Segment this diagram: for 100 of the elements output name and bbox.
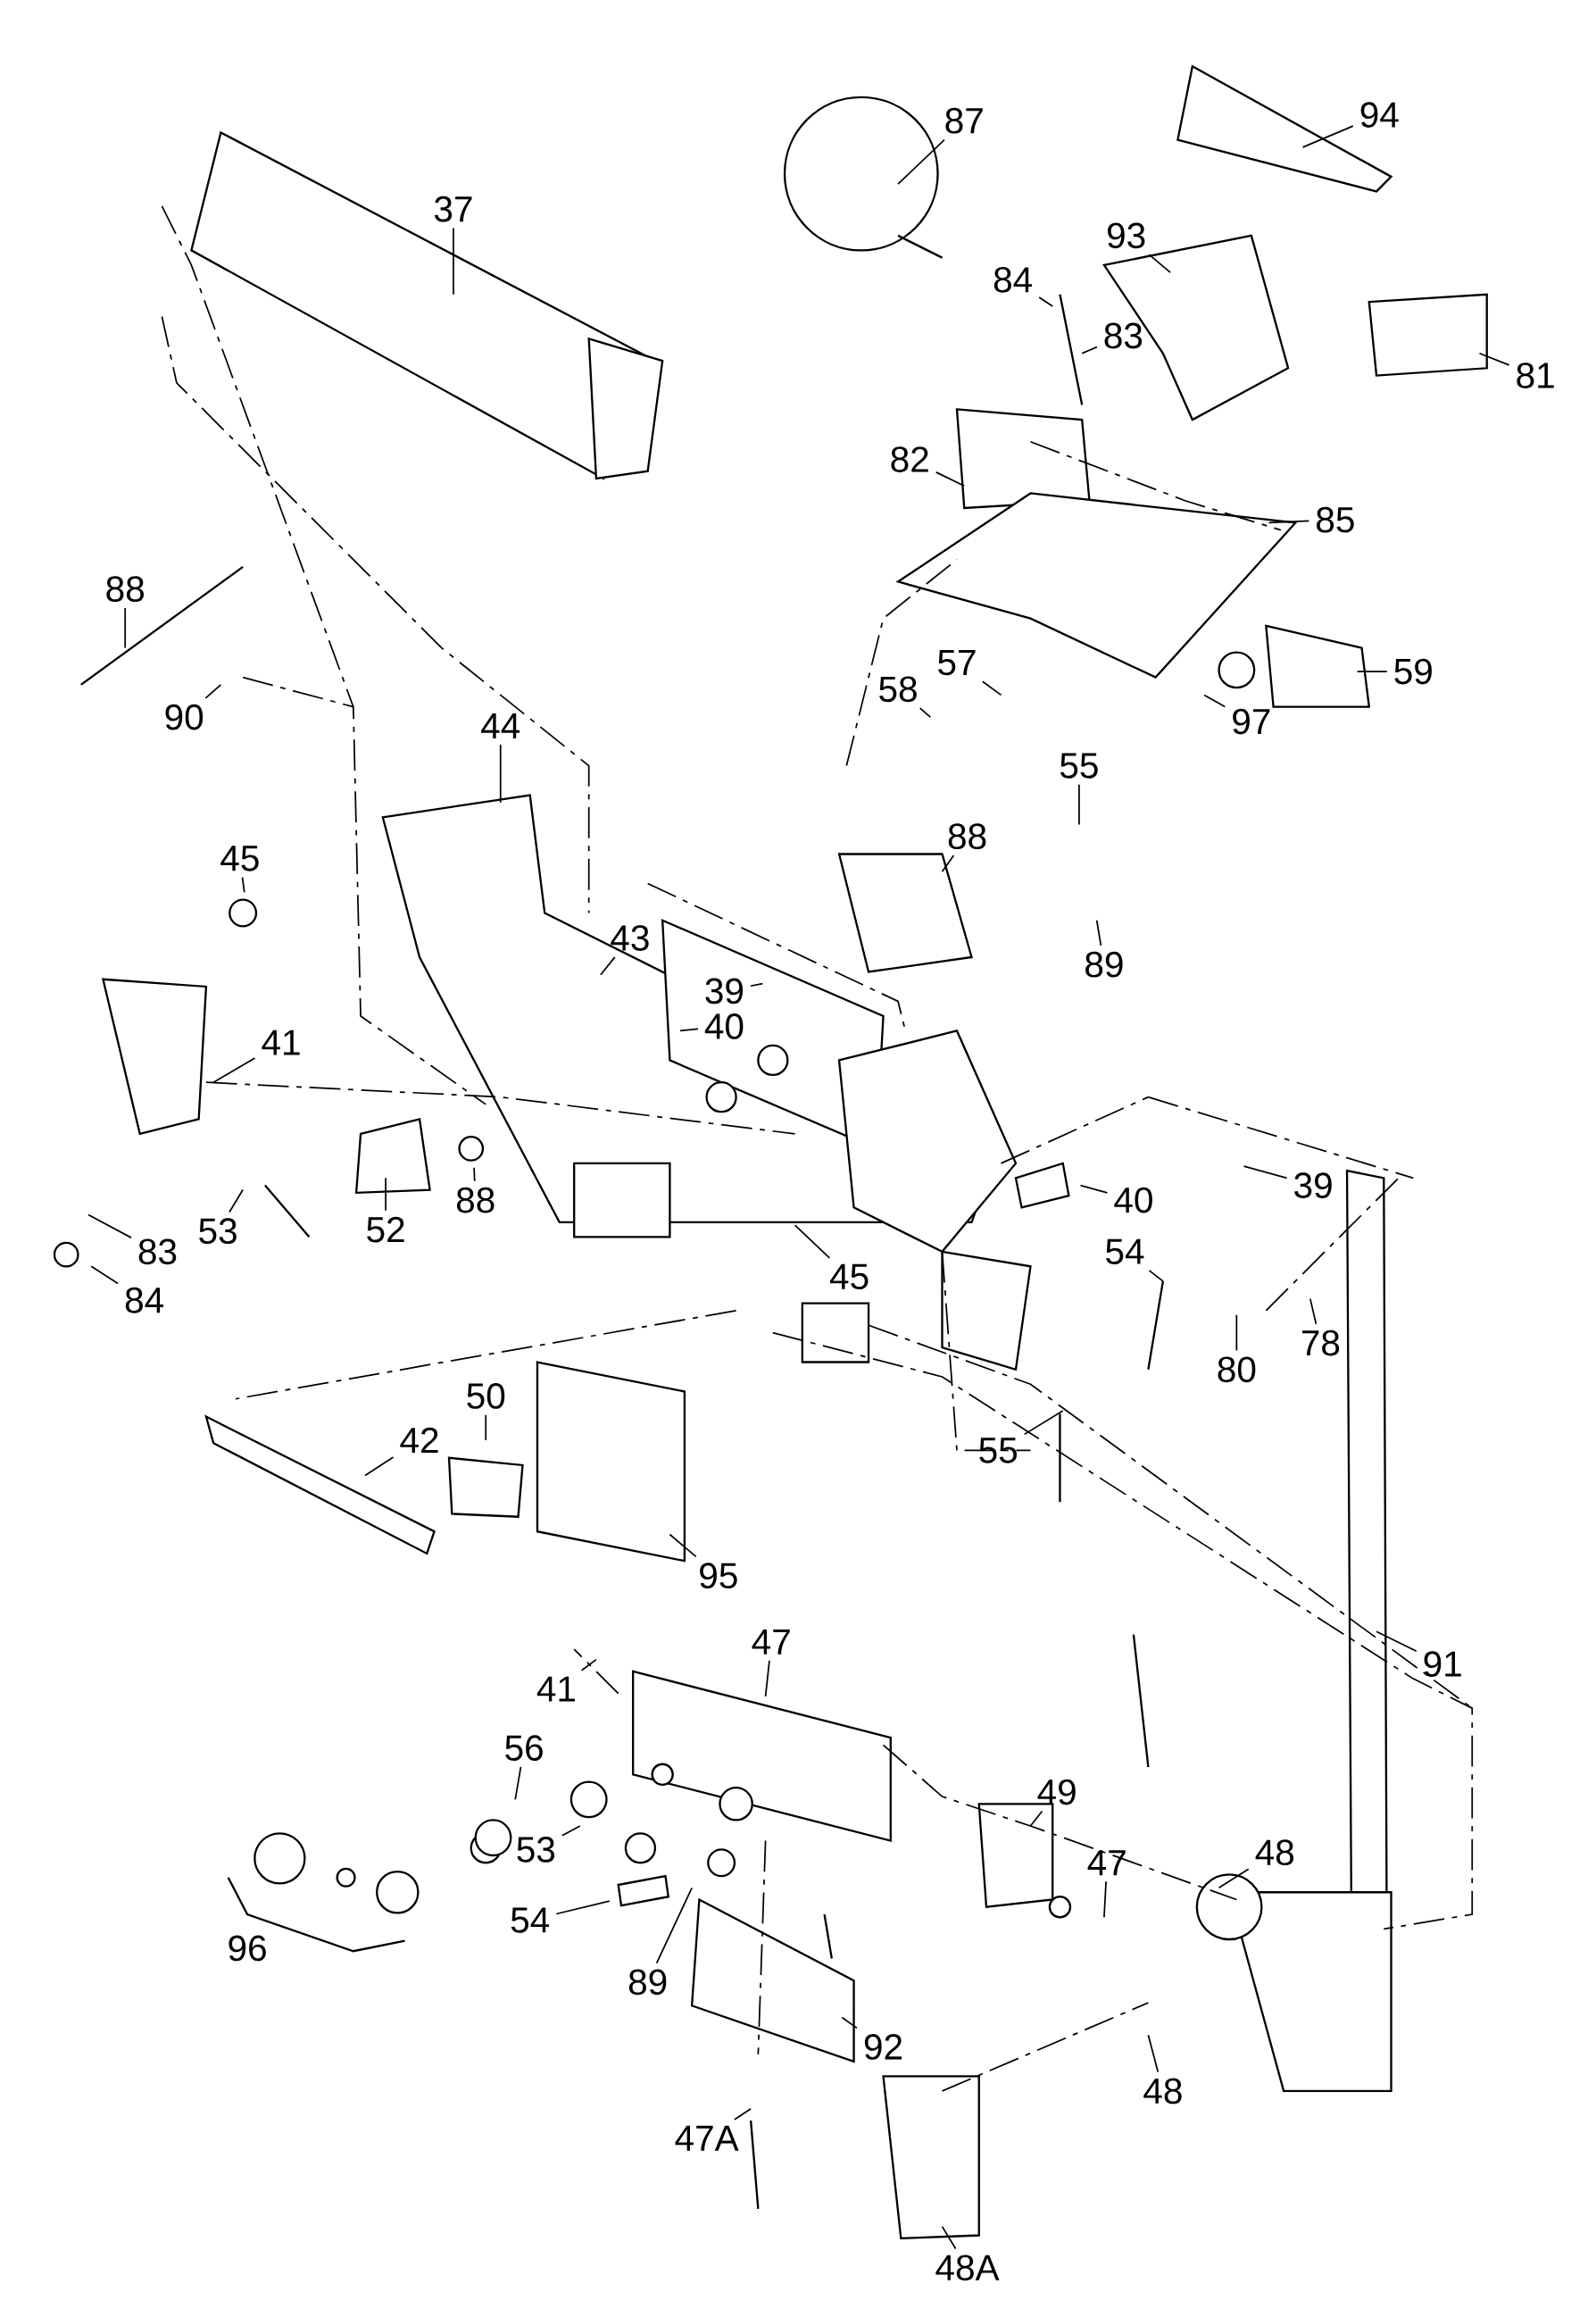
callout-number: 55 — [1060, 753, 1098, 779]
callout-number: 54 — [511, 1907, 550, 1933]
leader-line — [364, 1456, 395, 1477]
callout-number: 95 — [700, 1563, 737, 1589]
callout-number: 40 — [704, 1013, 744, 1039]
callout-number: 44 — [481, 713, 520, 738]
leader-line — [1235, 1313, 1238, 1352]
callout-number: 94 — [1360, 102, 1399, 128]
leader-line — [90, 1265, 120, 1285]
leader-line — [1309, 1297, 1318, 1325]
callout-number: 39 — [705, 978, 744, 1004]
callout-number: 52 — [367, 1216, 404, 1243]
leader-line — [897, 138, 945, 185]
leader-line — [841, 2016, 859, 2030]
leader-line — [1078, 783, 1080, 826]
leader-line — [1478, 352, 1510, 366]
callout-number: 39 — [1294, 1172, 1332, 1198]
leader-line — [1103, 1880, 1108, 1919]
leader-line — [485, 1413, 487, 1441]
leader-line — [941, 854, 955, 873]
callout-number: 37 — [435, 196, 472, 222]
leader-line — [1301, 125, 1354, 148]
leader-line — [1029, 1810, 1043, 1827]
leader-line — [734, 2107, 752, 2121]
callout-number: 84 — [994, 266, 1033, 293]
leader-line — [561, 1825, 581, 1837]
callout-number: 87 — [945, 107, 983, 134]
callout-number: 93 — [1108, 222, 1145, 249]
leader-line — [87, 1213, 132, 1238]
callout-number: 50 — [467, 1383, 505, 1409]
leader-line — [212, 1057, 256, 1084]
leader-line — [1203, 694, 1226, 708]
callout-number: 47 — [752, 1629, 790, 1655]
callout-number: 89 — [629, 1969, 667, 1996]
callout-number: 42 — [400, 1427, 438, 1454]
leader-line — [514, 1766, 522, 1801]
leader-line — [1038, 296, 1054, 307]
callout-number: 41 — [536, 1676, 576, 1702]
leader-line — [1243, 1165, 1288, 1180]
leader-line — [204, 684, 222, 699]
leader-line — [229, 1188, 245, 1213]
leader-line — [1376, 1630, 1417, 1653]
callout-number: 92 — [865, 2034, 902, 2060]
callout-number: 54 — [1106, 1238, 1144, 1264]
leader-line — [764, 1659, 770, 1697]
callout-number: 96 — [229, 1935, 266, 1962]
callout-number: 48 — [1255, 1839, 1294, 1866]
callout-number: 49 — [1037, 1779, 1076, 1805]
leader-line — [1081, 346, 1098, 354]
callout-number: 83 — [138, 1238, 177, 1265]
callout-number: 56 — [505, 1735, 543, 1761]
callout-number: 78 — [1302, 1330, 1340, 1356]
leader-line — [919, 707, 932, 719]
leader-line — [679, 1028, 699, 1032]
callout-number: 43 — [611, 925, 649, 951]
leader-line — [580, 1658, 597, 1671]
callout-number: 48A — [935, 2255, 1000, 2281]
leader-line — [655, 1887, 694, 1964]
callout-number: 91 — [1424, 1651, 1461, 1677]
callout-number: 45 — [830, 1263, 869, 1290]
leader-line — [1023, 1410, 1064, 1436]
callout-number: 90 — [165, 704, 204, 730]
callout-number: 40 — [1114, 1187, 1153, 1213]
leader-line — [794, 1224, 831, 1259]
callout-number: 85 — [1317, 506, 1354, 533]
callout-number: 88 — [106, 576, 145, 603]
callout-number: 47A — [675, 2125, 739, 2151]
leader-line — [241, 876, 245, 894]
callout-number: 55 — [979, 1438, 1018, 1463]
leader-line — [1148, 254, 1172, 273]
callout-number: 83 — [1104, 322, 1143, 349]
leader-line — [124, 607, 127, 649]
callout-number: 97 — [1233, 708, 1270, 735]
leader-line — [500, 744, 502, 804]
leader-line — [1079, 1184, 1109, 1194]
leader-line — [600, 956, 616, 976]
leader-line — [473, 1166, 476, 1182]
leader-line — [453, 227, 454, 296]
leader-line — [1268, 520, 1310, 524]
leader-line — [935, 471, 966, 488]
callout-number: 81 — [1517, 363, 1554, 388]
leader-line — [555, 1900, 611, 1915]
leader-line — [1147, 2034, 1160, 2073]
callout-number: 48 — [1143, 2078, 1182, 2105]
callout-number: 41 — [262, 1029, 300, 1055]
callout-number: 59 — [1394, 658, 1433, 685]
callout-number: 53 — [199, 1218, 237, 1245]
callout-number: 82 — [891, 446, 928, 472]
callout-number: 89 — [1085, 951, 1123, 978]
leader-line — [982, 680, 1002, 696]
leader-line — [669, 1533, 697, 1558]
callout-number: 88 — [457, 1187, 495, 1213]
leader-line — [1148, 1270, 1164, 1282]
leader-line — [750, 982, 764, 988]
leader-line — [1356, 671, 1388, 672]
callout-number: 84 — [125, 1287, 164, 1313]
callout-number: 88 — [948, 823, 986, 850]
callout-number: 53 — [517, 1837, 555, 1863]
callout-number: 45 — [220, 846, 259, 871]
callout-number: 58 — [879, 676, 917, 703]
